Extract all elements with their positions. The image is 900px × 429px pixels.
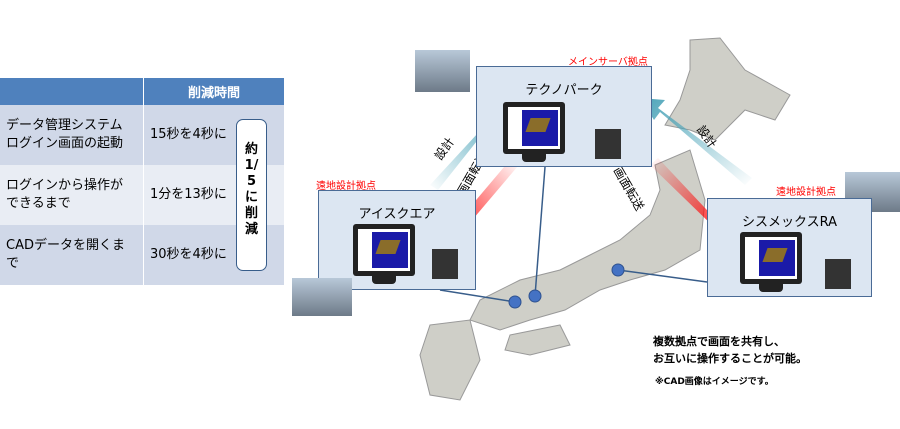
honshu xyxy=(469,149,706,331)
location-dot xyxy=(611,263,625,277)
site-sysmex-ra: シスメックスRA xyxy=(707,198,872,297)
site-technopark: テクノパーク xyxy=(476,66,652,167)
laptop-icon xyxy=(825,259,851,289)
site-name: テクノパーク xyxy=(525,83,603,98)
header-time: 削減時間 xyxy=(143,78,285,105)
description: 複数拠点で画面を共有し、 お互いに操作することが可能。 xyxy=(653,333,807,367)
laptop-icon xyxy=(595,129,621,159)
remote-site-label-1: 遠地設計拠点 xyxy=(316,181,376,192)
remote-site-label-2: 遠地設計拠点 xyxy=(776,187,836,198)
monitor-icon xyxy=(740,232,802,284)
laptop-icon xyxy=(432,249,458,279)
location-dot xyxy=(528,289,542,303)
building-photo xyxy=(415,50,470,92)
task-cell: データ管理システム ログイン画面の起動 xyxy=(0,105,144,165)
description-line: 複数拠点で画面を共有し、 xyxy=(653,335,785,348)
site-name: アイスクエア xyxy=(358,207,436,222)
site-isquare: アイスクエア xyxy=(318,190,476,290)
monitor-icon xyxy=(353,224,415,276)
hokkaido xyxy=(664,37,791,141)
summary-box: 約1/5に削減 xyxy=(236,119,267,271)
footnote: ※CAD画像はイメージです。 xyxy=(655,377,774,387)
header-task xyxy=(0,78,144,105)
location-dot xyxy=(508,295,522,309)
building-photo xyxy=(292,278,352,316)
shikoku xyxy=(504,324,571,356)
task-cell: ログインから操作が できるまで xyxy=(0,165,144,225)
description-line: お互いに操作することが可能。 xyxy=(653,352,807,365)
kyushu xyxy=(419,319,481,401)
main-site-label: メインサーバ拠点 xyxy=(568,57,648,68)
design-arrow-right xyxy=(640,98,752,185)
monitor-icon xyxy=(503,102,565,154)
site-name: シスメックスRA xyxy=(741,215,837,230)
task-cell: CADデータを開くまで xyxy=(0,225,144,285)
